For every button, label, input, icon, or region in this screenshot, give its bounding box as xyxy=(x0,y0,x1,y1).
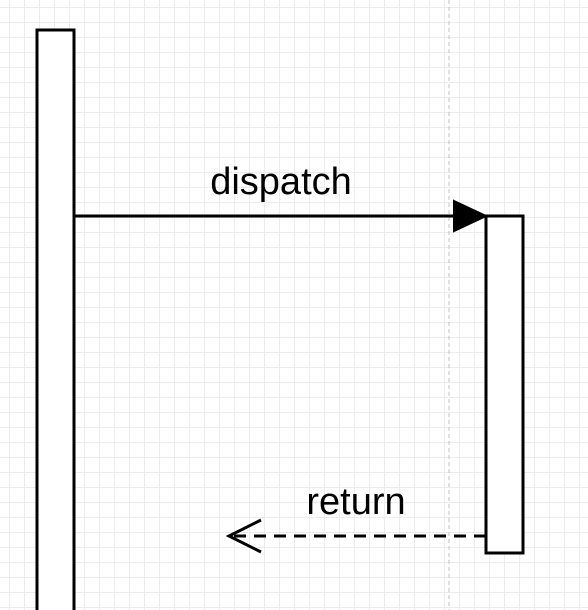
dispatch-label: dispatch xyxy=(210,161,352,203)
caller-activation-bar[interactable] xyxy=(35,28,76,610)
return-label: return xyxy=(306,481,405,523)
return-arrowhead xyxy=(225,518,262,554)
dispatch-arrowhead xyxy=(453,199,489,233)
callee-activation-bar[interactable] xyxy=(484,214,525,555)
